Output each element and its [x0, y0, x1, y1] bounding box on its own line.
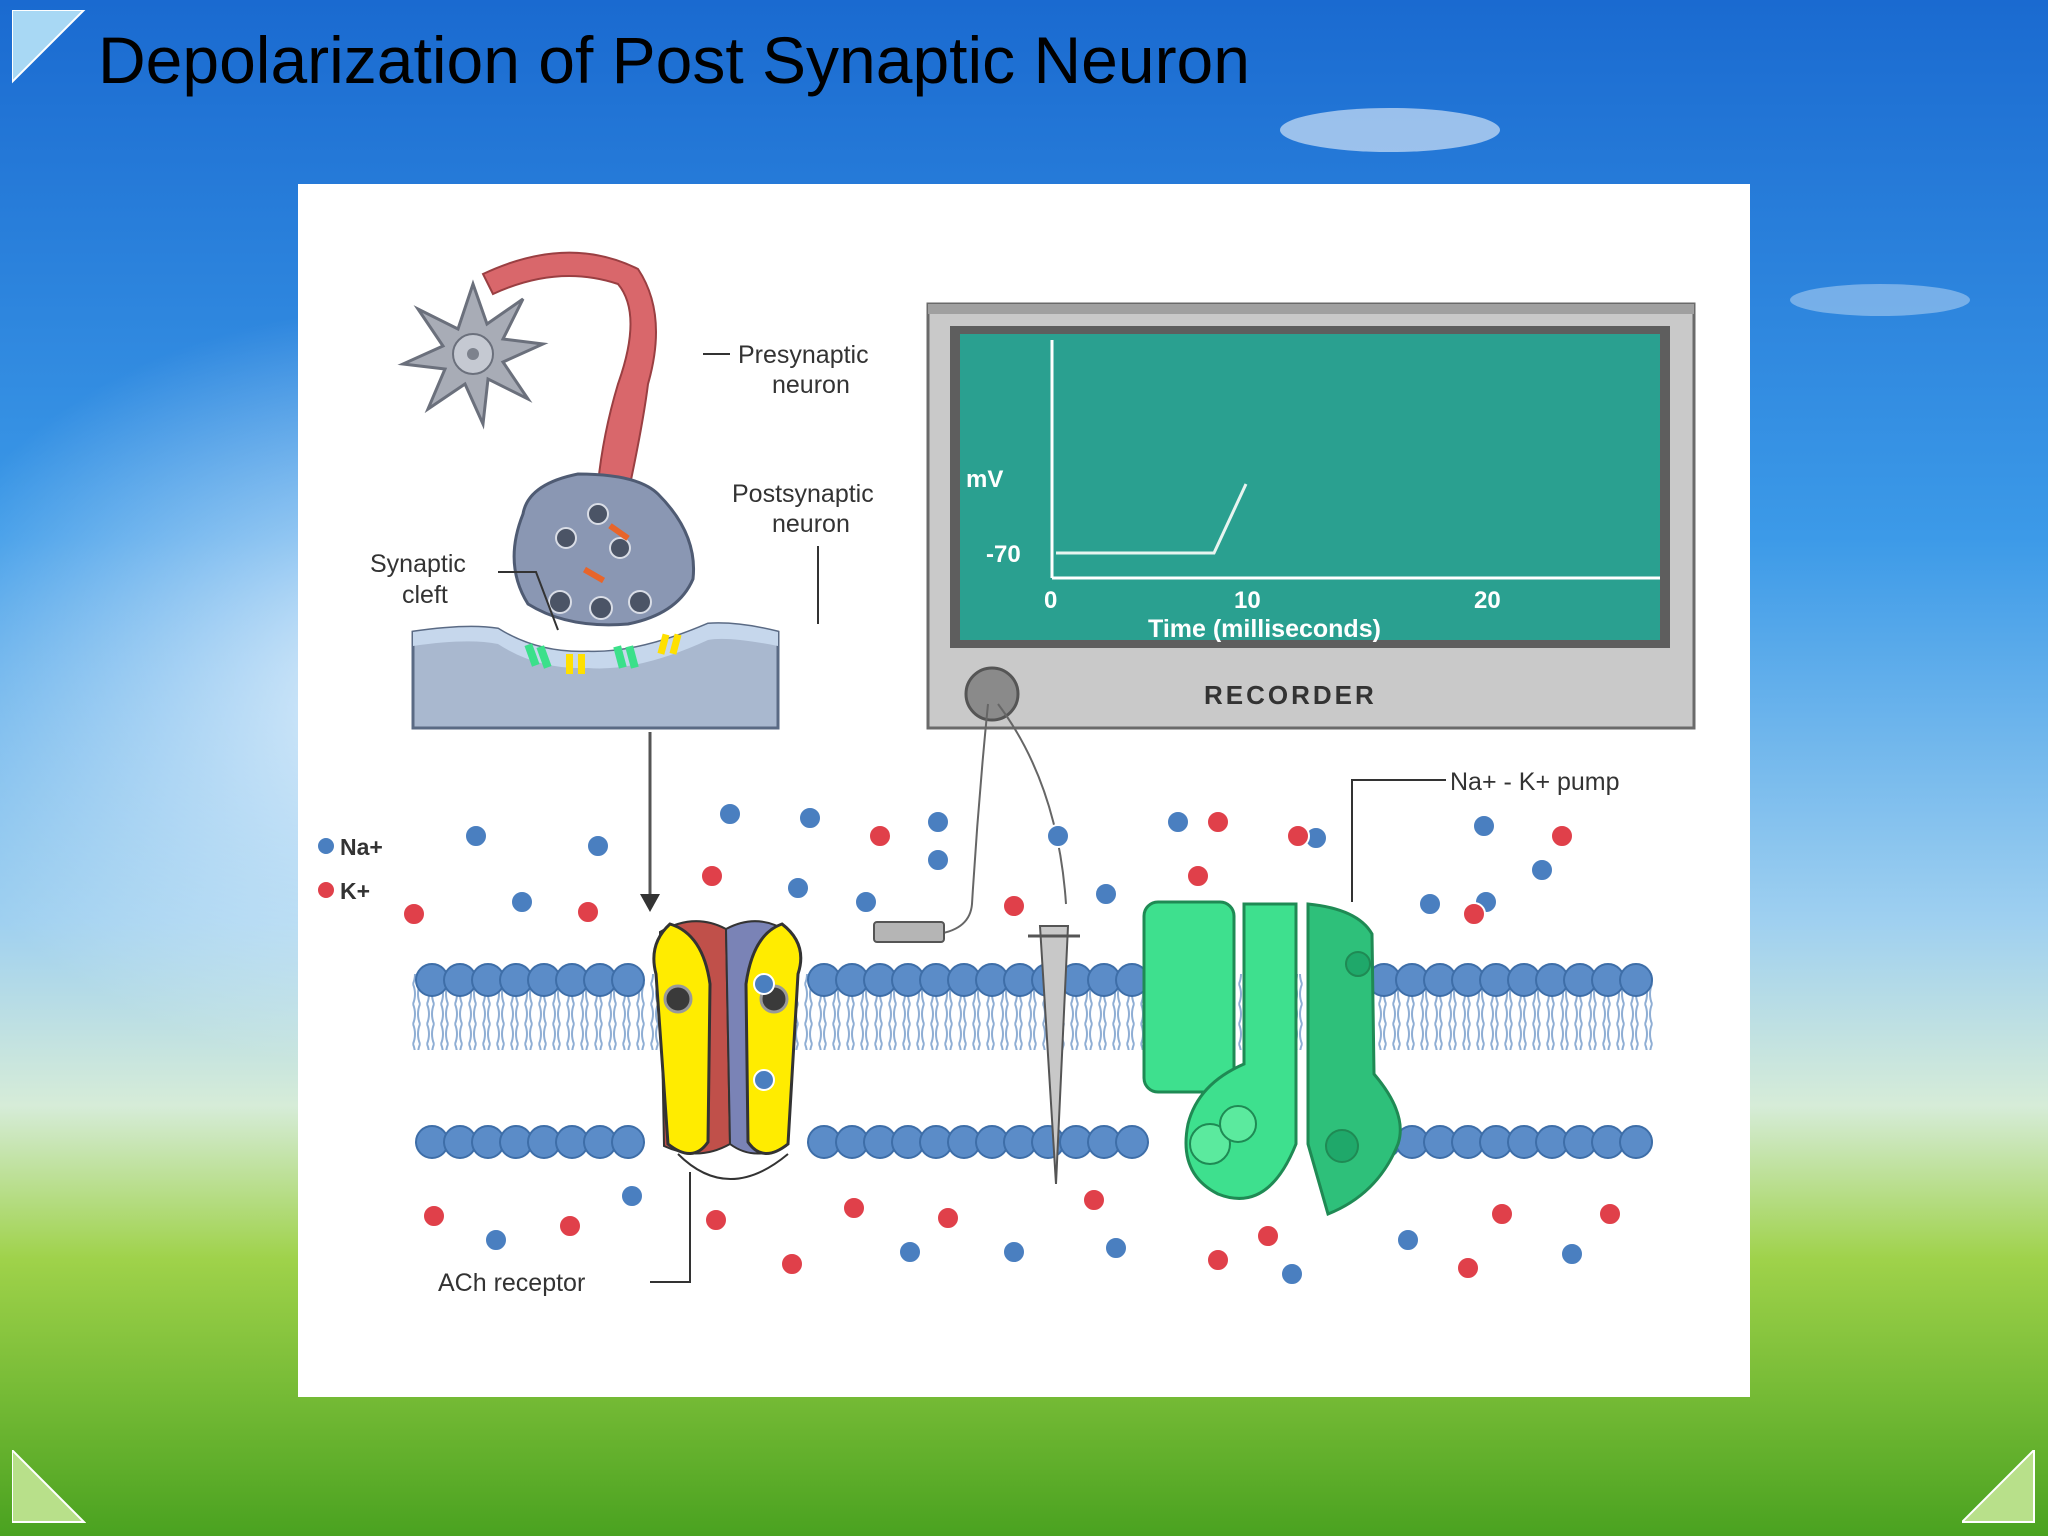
k-ion — [1598, 1202, 1622, 1226]
k-ion — [842, 1196, 866, 1220]
k-ion — [700, 864, 724, 888]
na-ion-legend-icon — [316, 836, 336, 856]
ach-receptor-channel — [650, 920, 803, 1283]
recorder-label: RECORDER — [1204, 680, 1377, 710]
electrodes — [873, 921, 1080, 1185]
y-tick-label: -70 — [986, 541, 1021, 568]
recorder-knob — [964, 666, 1020, 722]
na-ion — [510, 890, 534, 914]
k-ion — [1462, 902, 1486, 926]
na-ion — [718, 802, 742, 826]
presynaptic-label-line2: neuron — [772, 371, 850, 399]
k-ion — [1082, 1188, 1106, 1212]
phospholipid-head — [611, 963, 645, 997]
na-ion — [620, 1184, 644, 1208]
ion-legend: Na+ K+ — [316, 834, 383, 904]
na-ion — [1418, 892, 1442, 916]
na-ion — [1280, 1262, 1304, 1286]
phospholipid-head — [611, 1125, 645, 1159]
synapse-diagram: Presynaptic neuron Postsynaptic neuron S… — [316, 251, 1696, 1297]
na-ion — [586, 834, 610, 858]
k-ion — [1206, 1248, 1230, 1272]
nav-corner-top-left — [12, 10, 86, 84]
na-ion — [1104, 1236, 1128, 1260]
x-tick-10: 10 — [1234, 587, 1261, 614]
phospholipid-head — [1619, 1125, 1653, 1159]
legend-na-label: Na+ — [340, 834, 383, 860]
synaptic-cleft-label-line2: cleft — [402, 581, 448, 609]
x-tick-0: 0 — [1044, 587, 1057, 614]
ach-receptor-label: ACh receptor — [438, 1269, 585, 1297]
na-ion — [926, 810, 950, 834]
k-ion — [704, 1208, 728, 1232]
k-ion — [402, 902, 426, 926]
ions — [402, 802, 1622, 1286]
k-ion — [868, 824, 892, 848]
na-ion — [1560, 1242, 1584, 1266]
k-ion — [780, 1252, 804, 1276]
diagram-figure: Presynaptic neuron Postsynaptic neuron S… — [298, 184, 1750, 1397]
k-ion-legend-icon — [316, 880, 336, 900]
na-ion — [798, 806, 822, 830]
presynaptic-label-line1: Presynaptic — [738, 341, 869, 369]
postsynaptic-label-line2: neuron — [772, 510, 850, 538]
na-ion — [1396, 1228, 1420, 1252]
na-ion — [1046, 824, 1070, 848]
k-ion — [936, 1206, 960, 1230]
slide-title: Depolarization of Post Synaptic Neuron — [98, 23, 1250, 97]
na-ion — [854, 890, 878, 914]
na-ion — [898, 1240, 922, 1264]
k-ion — [1256, 1224, 1280, 1248]
postsynaptic-label-line1: Postsynaptic — [732, 480, 874, 508]
na-ion — [464, 824, 488, 848]
na-ion — [1002, 1240, 1026, 1264]
k-ion — [1186, 864, 1210, 888]
cell-membrane — [408, 963, 1658, 1159]
k-ion — [576, 900, 600, 924]
membrane-potential-trace — [1056, 483, 1248, 555]
nav-forward-button[interactable] — [1962, 1450, 2036, 1524]
na-ion — [1094, 882, 1118, 906]
k-ion — [1002, 894, 1026, 918]
cleft-receptors — [524, 633, 682, 674]
k-ion — [558, 1214, 582, 1238]
na-ion — [1530, 858, 1554, 882]
k-ion — [422, 1204, 446, 1228]
na-ion — [1472, 814, 1496, 838]
k-ion — [1550, 824, 1574, 848]
legend-k-label: K+ — [340, 878, 370, 904]
phospholipid-head — [1115, 1125, 1149, 1159]
synapse-illustration: Presynaptic neuron Postsynaptic neuron S… — [370, 251, 874, 912]
k-ion — [1286, 824, 1310, 848]
k-ion — [1456, 1256, 1480, 1280]
recorder: mV -70 0 10 20 Time (milliseconds) RECOR… — [926, 302, 1696, 935]
y-unit-label: mV — [966, 466, 1003, 493]
na-ion — [786, 876, 810, 900]
synaptic-cleft-label-line1: Synaptic — [370, 550, 466, 578]
pump-label: Na+ - K+ pump — [1450, 768, 1620, 796]
k-ion — [1206, 810, 1230, 834]
x-tick-20: 20 — [1474, 587, 1501, 614]
k-ion — [1490, 1202, 1514, 1226]
recorder-screen — [960, 334, 1660, 640]
na-k-pump — [1142, 779, 1446, 1217]
neuron-cell-body — [397, 279, 549, 430]
na-ion — [484, 1228, 508, 1252]
na-ion — [926, 848, 950, 872]
phospholipid-head — [1619, 963, 1653, 997]
na-ion — [1166, 810, 1190, 834]
nav-back-button[interactable] — [12, 1450, 86, 1524]
x-axis-label: Time (milliseconds) — [1148, 615, 1381, 643]
